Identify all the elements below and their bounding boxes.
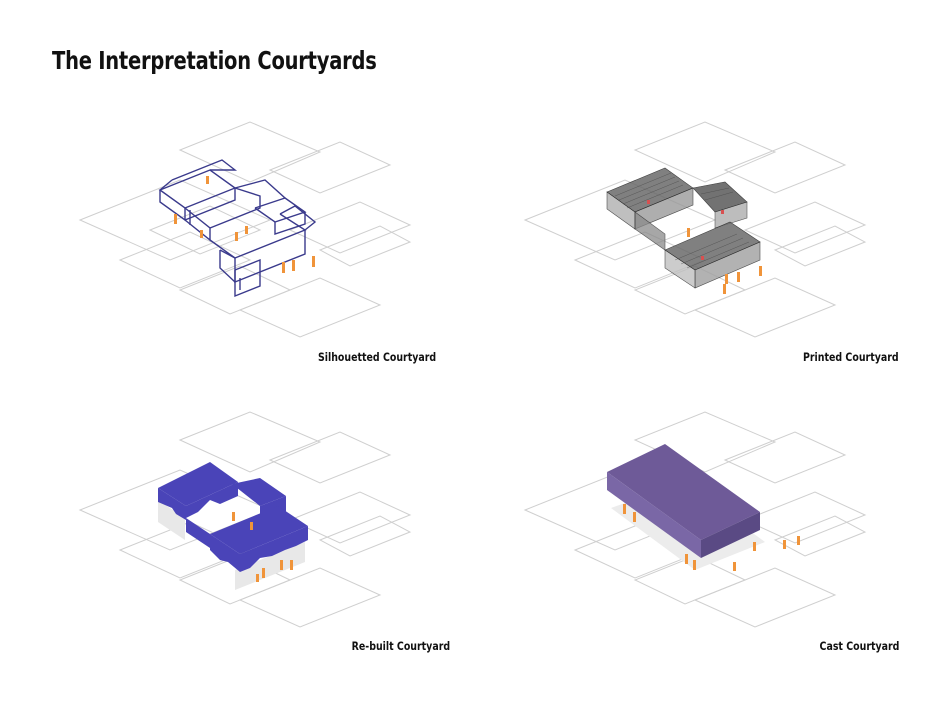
page-title: The Interpretation Courtyards (52, 46, 377, 75)
panel-rebuilt-courtyard: Re-built Courtyard (60, 400, 450, 670)
caption-printed-courtyard: Printed Courtyard (803, 350, 899, 364)
panel-cast-courtyard: Cast Courtyard (515, 400, 905, 670)
panel-printed-courtyard: Printed Courtyard (515, 110, 905, 380)
panel-silhouetted-courtyard: Silhouetted Courtyard (60, 110, 450, 380)
caption-rebuilt-courtyard: Re-built Courtyard (351, 639, 450, 653)
cast-courtyard-diagram (523, 411, 867, 628)
printed-courtyard-diagram (523, 121, 867, 338)
caption-cast-courtyard: Cast Courtyard (819, 639, 899, 653)
rebuilt-courtyard-diagram (78, 411, 412, 628)
caption-silhouetted-courtyard: Silhouetted Courtyard (317, 350, 436, 364)
silhouetted-courtyard-diagram (78, 121, 412, 338)
